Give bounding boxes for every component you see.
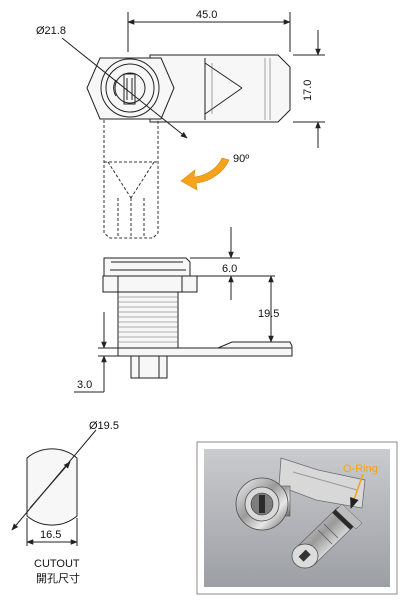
side-view: 6.0 19.5 3.0 (74, 227, 293, 393)
dim-side-cam-thickness: 3.0 (77, 379, 92, 391)
rotated-cam-outline (103, 120, 159, 239)
hex-nut (86, 57, 175, 120)
cutout-label-zh: 開孔尺寸 (36, 571, 80, 585)
dim-rotation: 90º (233, 153, 249, 165)
cutout-view: Ø19.5 16.5 CUTOUT 開孔尺寸 (11, 420, 119, 585)
rotation-arrow-icon (180, 157, 230, 191)
dim-cutout-flat: 16.5 (40, 529, 61, 541)
dim-top-height: 17.0 (302, 80, 314, 101)
oring-callout: O-Ring (343, 463, 378, 475)
key-plug-photo (291, 503, 363, 569)
dim-side-cam-height: 19.5 (258, 308, 279, 320)
product-photo: O-Ring (196, 441, 398, 595)
cutout-label-en: CUTOUT (34, 558, 80, 570)
thread-lines (118, 296, 178, 343)
dim-top-diameter: Ø21.8 (36, 25, 66, 37)
dim-top-width: 45.0 (196, 9, 217, 21)
dim-side-offset: 6.0 (222, 263, 237, 275)
dim-cutout-diameter: Ø19.5 (89, 420, 119, 432)
cutout-shape (26, 448, 78, 526)
top-view: Ø21.8 45.0 17.0 90º (36, 9, 325, 239)
